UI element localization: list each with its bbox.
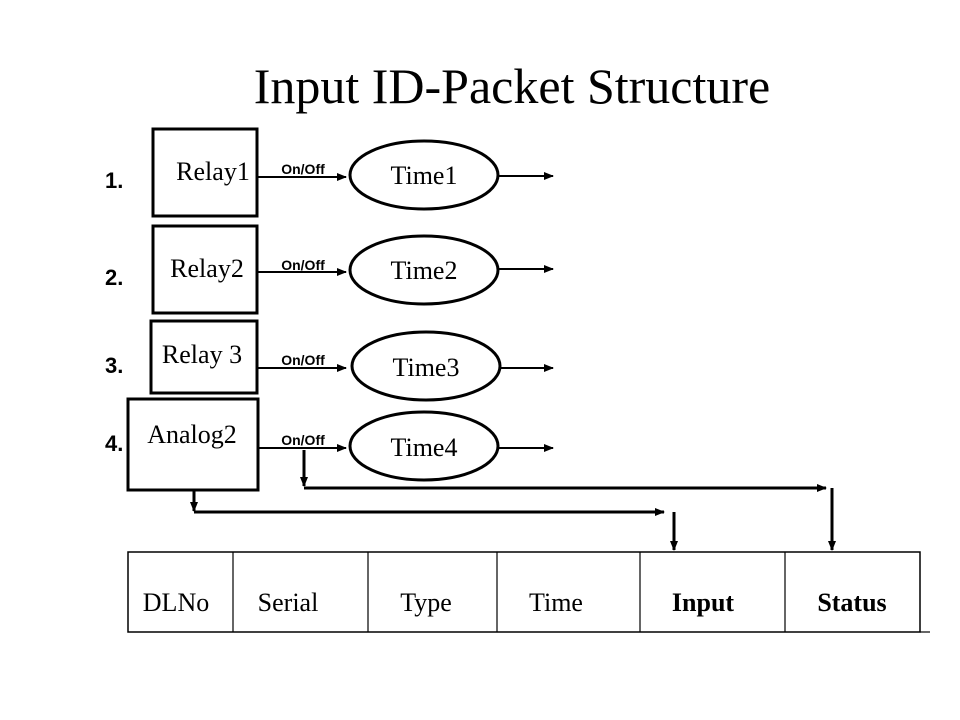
packet-field-dlno: DLNo [143, 588, 209, 617]
time-label: Time4 [391, 433, 458, 462]
row-number: 2. [105, 265, 123, 290]
source-box [151, 127, 259, 218]
row-1: 1. Relay1 On/Off Time1 [105, 127, 554, 218]
row-number: 1. [105, 168, 123, 193]
time-ellipse [348, 410, 500, 482]
packet-field-serial: Serial [258, 588, 319, 617]
source-box [151, 224, 259, 315]
packet-field-time: Time [529, 588, 583, 617]
time-ellipse [350, 330, 502, 402]
row-4: 4. Analog2 On/Off Time4 [105, 397, 554, 492]
row-number: 4. [105, 431, 123, 456]
source-label: Analog2 [147, 420, 237, 449]
source-box [149, 319, 259, 395]
row-number: 3. [105, 353, 123, 378]
source-box [126, 397, 260, 492]
signal-label: On/Off [281, 161, 325, 177]
signal-label: On/Off [281, 352, 325, 368]
routing-lines [190, 450, 836, 551]
packet-field-status: Status [817, 588, 886, 617]
time-label: Time1 [391, 161, 458, 190]
row-2: 2. Relay2 On/Off Time2 [105, 224, 554, 315]
source-label: Relay2 [170, 254, 244, 283]
signal-label: On/Off [281, 432, 325, 448]
source-label: Relay1 [176, 157, 250, 186]
packet-field-input: Input [672, 588, 734, 617]
signal-label: On/Off [281, 257, 325, 273]
packet-outline [127, 551, 921, 633]
packet-table: DLNo Serial Type Time Input Status [127, 551, 930, 633]
time-label: Time3 [393, 353, 460, 382]
packet-field-type: Type [400, 588, 452, 617]
time-label: Time2 [391, 256, 458, 285]
page-title: Input ID-Packet Structure [254, 58, 771, 114]
source-label: Relay 3 [162, 340, 242, 369]
row-3: 3. Relay 3 On/Off Time3 [105, 319, 554, 402]
